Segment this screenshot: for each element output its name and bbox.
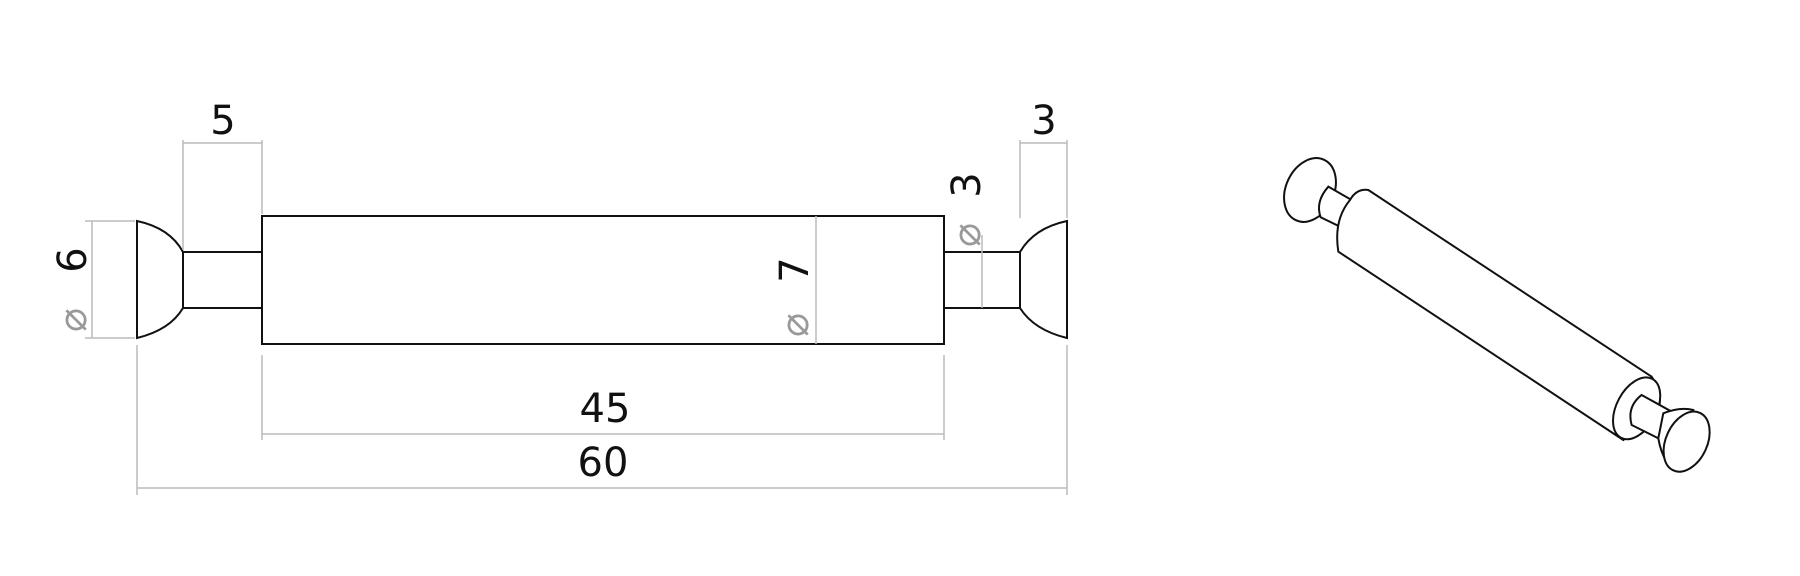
dim-right-head-length: 3 <box>1031 98 1056 144</box>
body <box>261 215 945 345</box>
diameter-symbol: ⌀ <box>50 308 96 332</box>
dim-total-length: 60 <box>578 440 629 486</box>
dim-left-neck-length: 5 <box>210 98 235 144</box>
dim-head-diameter: 6 <box>50 247 96 272</box>
dimension-lines <box>85 140 1068 495</box>
dim-neck-diameter: 3 <box>944 172 990 197</box>
dim-body-length: 45 <box>580 386 631 432</box>
diameter-symbol: ⌀ <box>944 223 990 247</box>
isometric-view <box>1283 157 1711 473</box>
right-head <box>1019 219 1068 340</box>
diameter-symbol: ⌀ <box>772 313 818 337</box>
left-neck <box>183 251 262 309</box>
left-head <box>136 219 184 340</box>
iso-body <box>1336 188 1661 442</box>
dim-body-diameter: 7 <box>772 257 818 282</box>
iso-right-head <box>1662 410 1711 473</box>
